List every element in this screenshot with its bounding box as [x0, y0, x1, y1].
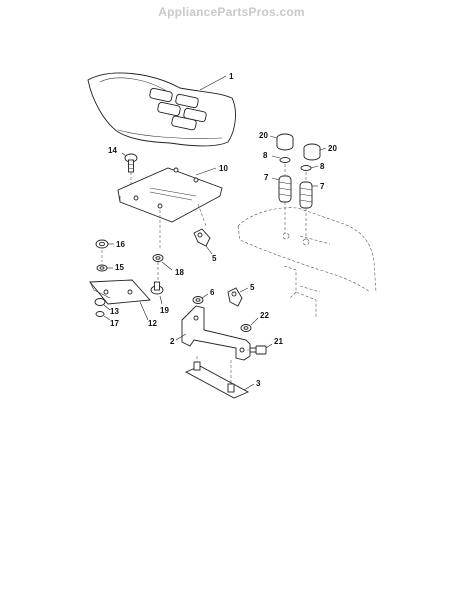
callout-20-right: 20	[328, 144, 337, 153]
latch-clip-lower-part	[227, 287, 249, 307]
knob-bolt-part	[121, 152, 138, 186]
callout-10: 10	[219, 164, 228, 173]
callout-2: 2	[170, 337, 175, 346]
seat-plate-part	[117, 167, 223, 250]
nut-6-part	[192, 293, 209, 304]
bolt-21-part	[244, 343, 273, 355]
callout-14: 14	[108, 146, 117, 155]
washer-8-right-part	[300, 165, 319, 171]
callout-8-right: 8	[320, 162, 325, 171]
callout-7-left: 7	[264, 173, 269, 182]
callout-13: 13	[110, 307, 119, 316]
washer-8-left-part	[271, 155, 291, 163]
callout-22: 22	[260, 311, 269, 320]
callout-12: 12	[148, 319, 157, 328]
bolt-13-part	[94, 298, 111, 311]
callout-15: 15	[115, 263, 124, 272]
callout-5-lower: 5	[250, 283, 255, 292]
callout-3: 3	[256, 379, 261, 388]
mount-bracket-part	[175, 305, 251, 361]
nut-18-part	[152, 254, 173, 282]
knob-19-part	[150, 281, 164, 305]
callout-20-left: 20	[259, 131, 268, 140]
washer-15-part	[96, 264, 113, 272]
watermark: AppliancePartsPros.com	[158, 5, 305, 19]
mower-frame-reference	[237, 207, 377, 318]
nut-16-part	[95, 239, 114, 262]
spring-7-right-part	[299, 172, 318, 240]
spring-7-left-part	[271, 164, 292, 234]
callout-21: 21	[274, 337, 283, 346]
callout-18: 18	[175, 268, 184, 277]
callout-8-left: 8	[263, 151, 268, 160]
callout-6: 6	[210, 288, 215, 297]
slide-bracket-part	[89, 279, 151, 321]
bottom-plate-part	[184, 356, 255, 399]
washer-17-part	[95, 311, 111, 321]
bumper-20-right-part	[303, 143, 327, 161]
latch-clip-upper-part	[193, 228, 213, 255]
nut-22-part	[240, 317, 259, 332]
callout-7-right: 7	[320, 182, 325, 191]
callout-16: 16	[116, 240, 125, 249]
callout-1: 1	[229, 72, 234, 81]
callout-5-upper: 5	[212, 254, 217, 263]
bumper-20-left-part	[269, 133, 294, 151]
callout-19: 19	[160, 306, 169, 315]
seat-part	[87, 72, 236, 147]
callout-17: 17	[110, 319, 119, 328]
